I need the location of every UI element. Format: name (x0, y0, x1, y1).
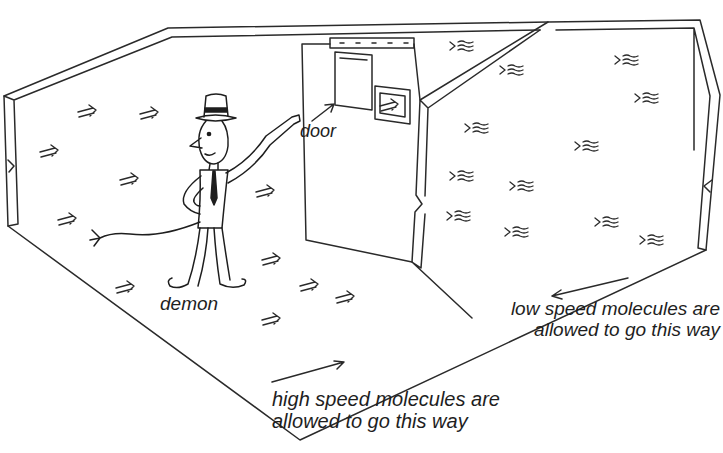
slow-molecule (500, 65, 523, 75)
fast-molecule (262, 253, 280, 265)
demon-tie (211, 171, 217, 205)
door-track (330, 38, 414, 48)
slow-molecule (615, 55, 638, 65)
demon-tail (90, 222, 200, 246)
demon-arm (183, 176, 203, 214)
door-panel (335, 52, 372, 110)
door-track-rollers (340, 42, 408, 44)
wall-crack (8, 160, 712, 192)
fast-molecules (40, 99, 398, 325)
slow-molecule (575, 141, 598, 151)
door-panel (375, 86, 410, 124)
pointer-arrow (312, 104, 334, 121)
slow-molecule (450, 41, 473, 51)
demon-label: demon (160, 293, 240, 314)
slow-molecule (640, 235, 663, 245)
demon-arm (226, 115, 300, 183)
pointer-arrow (272, 361, 344, 382)
slow-molecule (510, 181, 533, 191)
fast-molecule (336, 291, 354, 303)
pointer-arrow (552, 278, 628, 299)
slow-molecule (447, 211, 470, 221)
demon-head (190, 121, 228, 164)
room-outline (4, 20, 720, 440)
fast-molecule (40, 145, 58, 157)
low-speed-note: low speed molecules are allowed to go th… (500, 298, 720, 341)
demon-body (198, 163, 228, 228)
demon-hat (196, 94, 236, 121)
fast-molecule (256, 185, 274, 197)
high-speed-note: high speed molecules are allowed to go t… (272, 388, 522, 433)
door-wall (302, 44, 420, 262)
slow-molecules (447, 41, 663, 245)
fast-molecule (262, 313, 280, 325)
fast-molecule (78, 105, 96, 117)
partition (412, 22, 548, 318)
slow-molecule (505, 227, 528, 237)
fast-molecule (380, 99, 398, 111)
slow-molecule (465, 123, 488, 133)
slow-molecule (450, 171, 473, 181)
demon-legs (168, 228, 245, 288)
slow-molecule (595, 217, 618, 227)
fast-molecule (140, 107, 158, 119)
fast-molecule (58, 213, 76, 225)
slow-molecule (635, 93, 658, 103)
demon-eye (207, 132, 210, 135)
fast-molecule (120, 173, 138, 185)
fast-molecule (116, 281, 134, 293)
room (4, 20, 720, 440)
fast-molecule (300, 279, 318, 291)
demon-figure (90, 94, 300, 288)
wall-thickness (4, 28, 710, 250)
door-label: door (300, 121, 360, 141)
demon-hat-band (205, 108, 227, 112)
